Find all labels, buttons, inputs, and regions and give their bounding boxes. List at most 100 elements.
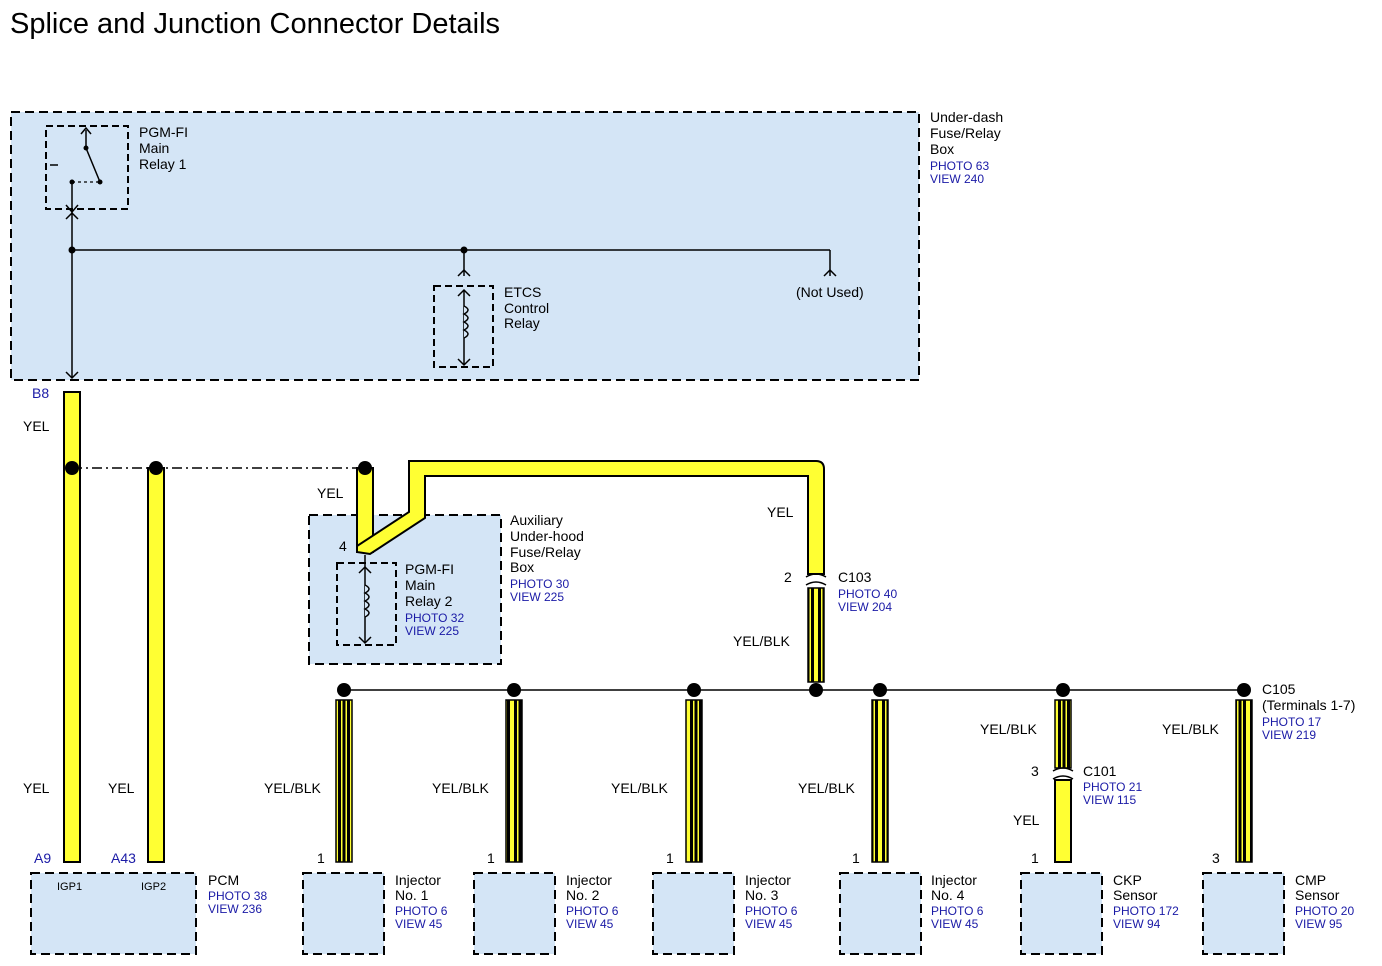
svg-text:PHOTO 17: PHOTO 17	[1262, 715, 1321, 729]
load-injector-4: 1 Injector No. 4 PHOTO 6 VIEW 45	[839, 850, 984, 955]
svg-text:YEL/BLK: YEL/BLK	[980, 721, 1037, 737]
underdash-box-label: Under-dash Fuse/Relay Box PHOTO 63 VIEW …	[930, 109, 1003, 186]
svg-text:PHOTO 30: PHOTO 30	[510, 577, 569, 591]
etcs-name-2: Control	[504, 300, 549, 316]
svg-text:Main: Main	[405, 577, 435, 593]
svg-text:PGM-FI: PGM-FI	[405, 561, 454, 577]
svg-text:IGP1: IGP1	[57, 881, 82, 893]
svg-text:YEL: YEL	[1013, 812, 1040, 828]
svg-text:Relay 2: Relay 2	[405, 593, 453, 609]
svg-text:(Terminals 1-7): (Terminals 1-7)	[1262, 697, 1355, 713]
main-relay-1-name-2: Main	[139, 140, 169, 156]
svg-text:Under-dash: Under-dash	[930, 109, 1003, 125]
svg-text:ETCS: ETCS	[504, 284, 541, 300]
c103-pin: 2	[784, 569, 792, 585]
c101-connector: 3 C101 PHOTO 21 VIEW 115	[1031, 763, 1142, 807]
svg-text:VIEW 94: VIEW 94	[1113, 917, 1161, 931]
page-title: Splice and Junction Connector Details	[10, 8, 501, 40]
svg-text:Box: Box	[510, 559, 534, 575]
main-relay-1: PGM-FI Main Relay 1	[45, 124, 188, 214]
svg-text:VIEW 45: VIEW 45	[931, 917, 979, 931]
svg-text:Relay 1: Relay 1	[139, 156, 187, 172]
svg-text:VIEW 219: VIEW 219	[1262, 728, 1316, 742]
svg-text:No. 3: No. 3	[745, 887, 779, 903]
underdash-name-3: Box	[930, 141, 954, 157]
wire-label-yelblk-inj1: YEL/BLK	[264, 780, 321, 796]
wire-label-yelblk-c103: YEL/BLK	[733, 633, 790, 649]
svg-text:C103: C103	[838, 569, 872, 585]
pcm-pin-igp2: IGP2	[141, 881, 166, 893]
load-ckp-sensor: 1 CKP Sensor PHOTO 172 VIEW 94	[1020, 850, 1179, 955]
terminal-b8: B8	[32, 385, 49, 401]
svg-text:VIEW 95: VIEW 95	[1295, 917, 1343, 931]
svg-text:Fuse/Relay: Fuse/Relay	[930, 125, 1001, 141]
load-injector-2: 1 Injector No. 2 PHOTO 6 VIEW 45	[473, 850, 619, 955]
underdash-photo: PHOTO 63	[930, 159, 989, 173]
svg-text:CKP: CKP	[1113, 872, 1142, 888]
splice-points	[65, 461, 372, 475]
svg-text:Injector: Injector	[395, 872, 441, 888]
svg-text:Injector: Injector	[745, 872, 791, 888]
underdash-name-1: Under-dash	[930, 109, 1003, 125]
wire-label-yelblk-inj3: YEL/BLK	[611, 780, 668, 796]
svg-text:No. 2: No. 2	[566, 887, 600, 903]
svg-text:C101: C101	[1083, 763, 1117, 779]
svg-text:3: 3	[1212, 850, 1220, 866]
terminal-labels: B8 A9 A43	[32, 385, 136, 866]
svg-text:VIEW 225: VIEW 225	[510, 590, 564, 604]
svg-text:IGP2: IGP2	[141, 881, 166, 893]
svg-text:YEL/BLK: YEL/BLK	[611, 780, 668, 796]
c103-connector: 2 C103 PHOTO 40 VIEW 204	[784, 569, 897, 614]
main-relay-2: 4 PGM-FI Main Relay 2 PHOTO 32 VIEW 225	[336, 538, 464, 646]
svg-text:PHOTO 6: PHOTO 6	[566, 904, 619, 918]
c101-name: C101	[1083, 763, 1117, 779]
svg-text:YEL: YEL	[767, 504, 794, 520]
svg-text:Sensor: Sensor	[1113, 887, 1158, 903]
load-cmp-sensor: 3 CMP Sensor PHOTO 20 VIEW 95	[1202, 850, 1354, 955]
svg-text:PHOTO 6: PHOTO 6	[745, 904, 798, 918]
main-relay-1-name-3: Relay 1	[139, 156, 187, 172]
svg-text:A9: A9	[34, 850, 51, 866]
svg-text:PHOTO 32: PHOTO 32	[405, 611, 464, 625]
not-used-label: (Not Used)	[796, 284, 864, 300]
svg-text:Main: Main	[139, 140, 169, 156]
svg-text:PHOTO 6: PHOTO 6	[395, 904, 448, 918]
svg-text:VIEW 204: VIEW 204	[838, 600, 892, 614]
svg-text:PHOTO 38: PHOTO 38	[208, 889, 267, 903]
svg-text:Sensor: Sensor	[1295, 887, 1340, 903]
svg-text:4: 4	[339, 538, 347, 554]
svg-text:1: 1	[317, 850, 325, 866]
svg-text:Auxiliary: Auxiliary	[510, 512, 563, 528]
svg-text:PHOTO 6: PHOTO 6	[931, 904, 984, 918]
yel-blk-wires	[335, 587, 1253, 863]
svg-text:YEL: YEL	[317, 485, 344, 501]
terminal-a43: A43	[111, 850, 136, 866]
wire-color-labels: YEL YEL YEL YEL/BLK YEL YEL YEL/BLK YEL/…	[23, 418, 1219, 828]
svg-text:YEL/BLK: YEL/BLK	[798, 780, 855, 796]
svg-text:B8: B8	[32, 385, 49, 401]
wire-label-yel-relay2: YEL	[317, 485, 344, 501]
wire-label-yel-a9: YEL	[23, 780, 50, 796]
svg-text:1: 1	[1031, 850, 1039, 866]
underdash-view: VIEW 240	[930, 172, 984, 186]
svg-text:3: 3	[1031, 763, 1039, 779]
underdash-name-2: Fuse/Relay	[930, 125, 1001, 141]
svg-text:VIEW 236: VIEW 236	[208, 902, 262, 916]
svg-text:2: 2	[784, 569, 792, 585]
wire-label-yelblk-inj2: YEL/BLK	[432, 780, 489, 796]
svg-text:VIEW 115: VIEW 115	[1083, 793, 1136, 807]
svg-text:YEL/BLK: YEL/BLK	[264, 780, 321, 796]
c105-name: C105	[1262, 681, 1296, 697]
svg-text:VIEW 45: VIEW 45	[745, 917, 793, 931]
svg-text:Injector: Injector	[931, 872, 977, 888]
wire-label-yelblk-cmp: YEL/BLK	[1162, 721, 1219, 737]
svg-text:VIEW 240: VIEW 240	[930, 172, 984, 186]
yel-wires	[63, 391, 1072, 863]
svg-text:YEL/BLK: YEL/BLK	[1162, 721, 1219, 737]
aux-box-label: Auxiliary Under-hood Fuse/Relay Box PHOT…	[510, 512, 584, 604]
etcs-name-1: ETCS	[504, 284, 541, 300]
main-relay-2-pin: 4	[339, 538, 347, 554]
svg-text:VIEW 225: VIEW 225	[405, 624, 459, 638]
svg-text:PHOTO 21: PHOTO 21	[1083, 780, 1142, 794]
